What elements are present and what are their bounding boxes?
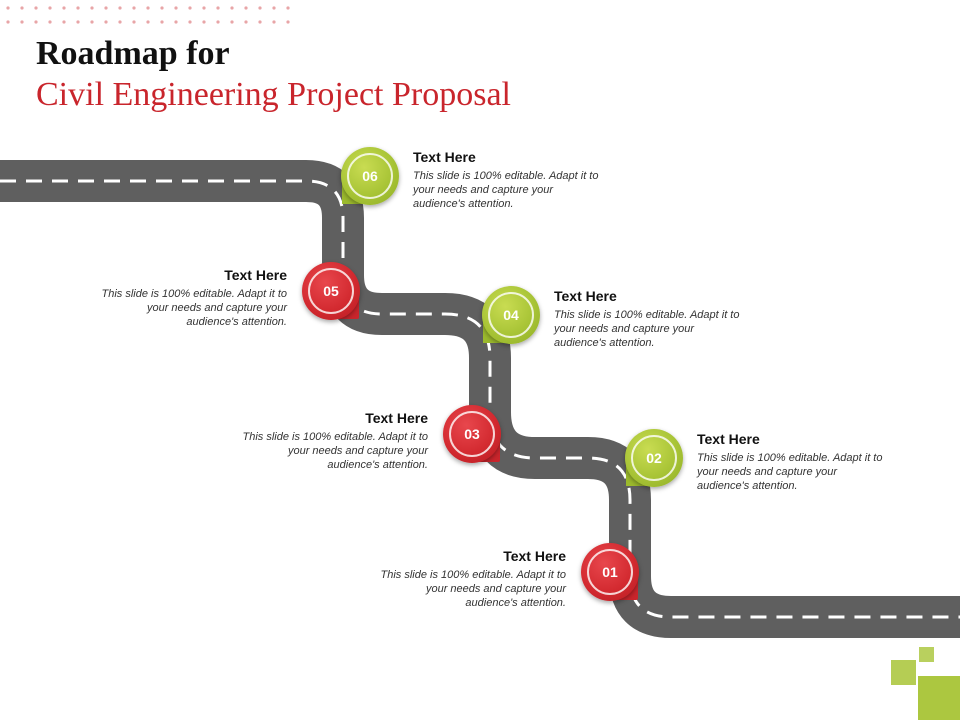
milestone-text-03: Text Here This slide is 100% editable. A… — [238, 410, 428, 472]
milestone-number: 06 — [362, 168, 378, 184]
milestone-heading: Text Here — [697, 431, 760, 447]
milestone-number: 01 — [602, 564, 618, 580]
milestone-text-04: Text Here This slide is 100% editable. A… — [554, 288, 744, 350]
milestone-description: This slide is 100% editable. Adapt it to… — [697, 452, 883, 492]
page-subtitle: Civil Engineering Project Proposal — [36, 76, 511, 113]
milestone-text-05: Text Here This slide is 100% editable. A… — [97, 267, 287, 329]
milestone-heading: Text Here — [413, 149, 476, 165]
milestone-text-01: Text Here This slide is 100% editable. A… — [376, 548, 566, 610]
page-title: Roadmap for — [36, 35, 230, 72]
milestone-description: This slide is 100% editable. Adapt it to… — [380, 569, 566, 609]
milestone-text-06: Text Here This slide is 100% editable. A… — [413, 149, 603, 211]
milestone-description: This slide is 100% editable. Adapt it to… — [101, 288, 287, 328]
milestone-heading: Text Here — [224, 267, 287, 283]
marker-circle — [443, 405, 501, 463]
decorative-square — [919, 647, 934, 662]
milestone-description: This slide is 100% editable. Adapt it to… — [554, 309, 740, 349]
milestone-number: 03 — [464, 426, 480, 442]
milestone-text-02: Text Here This slide is 100% editable. A… — [697, 431, 887, 493]
marker-circle — [581, 543, 639, 601]
decorative-square — [891, 660, 916, 685]
milestone-heading: Text Here — [503, 548, 566, 564]
marker-circle — [482, 286, 540, 344]
milestone-number: 05 — [323, 283, 339, 299]
milestone-description: This slide is 100% editable. Adapt it to… — [242, 431, 428, 471]
marker-circle — [302, 262, 360, 320]
milestone-number: 04 — [503, 307, 519, 323]
milestone-heading: Text Here — [365, 410, 428, 426]
milestone-number: 02 — [646, 450, 662, 466]
decorative-square — [918, 676, 960, 720]
marker-circle — [341, 147, 399, 205]
marker-circle — [625, 429, 683, 487]
decorative-dot-grid — [6, 6, 290, 24]
milestone-heading: Text Here — [554, 288, 617, 304]
milestone-description: This slide is 100% editable. Adapt it to… — [413, 170, 599, 210]
